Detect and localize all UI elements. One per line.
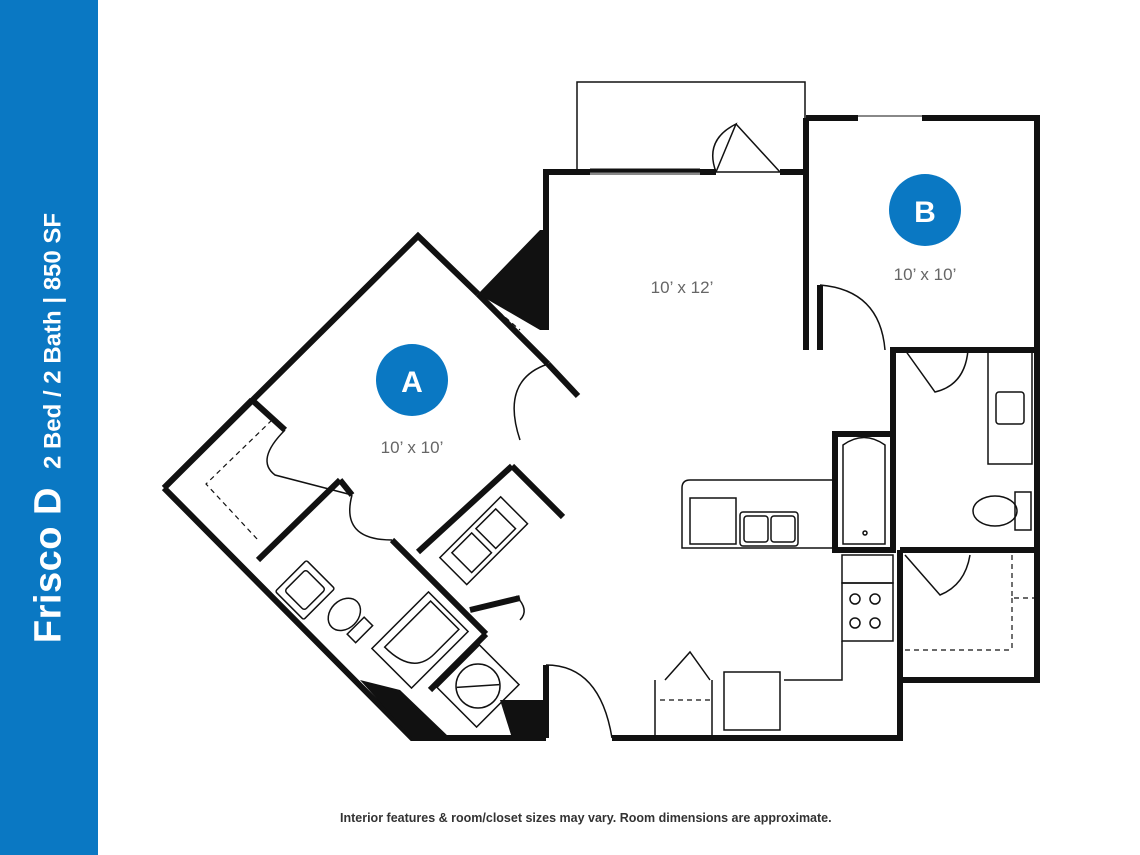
bedroom-b-dimensions: 10’ x 10’ bbox=[894, 265, 957, 284]
closets bbox=[205, 293, 1037, 701]
bathroom-a bbox=[275, 495, 529, 729]
floor-plan: A 10’ x 10’ B 10’ x 10’ 10’ x 12’ bbox=[161, 81, 1040, 741]
badge-a bbox=[376, 344, 448, 416]
kitchen bbox=[654, 479, 894, 738]
balcony bbox=[576, 81, 806, 173]
bathroom-b bbox=[842, 351, 1033, 545]
badge-a-letter: A bbox=[401, 366, 423, 399]
structural-fills bbox=[360, 230, 546, 738]
badge-b bbox=[889, 174, 961, 246]
doors bbox=[266, 122, 971, 739]
bedroom-a-dimensions: 10’ x 10’ bbox=[381, 438, 444, 457]
bedroom-b: B 10’ x 10’ bbox=[889, 174, 961, 284]
sidebar: Frisco D 2 Bed / 2 Bath | 850 SF bbox=[0, 0, 98, 855]
footnote: Interior features & room/closet sizes ma… bbox=[340, 811, 832, 825]
living-dimensions: 10’ x 12’ bbox=[651, 278, 714, 297]
bedroom-a: A 10’ x 10’ bbox=[376, 344, 448, 457]
badge-b-letter: B bbox=[914, 196, 936, 229]
